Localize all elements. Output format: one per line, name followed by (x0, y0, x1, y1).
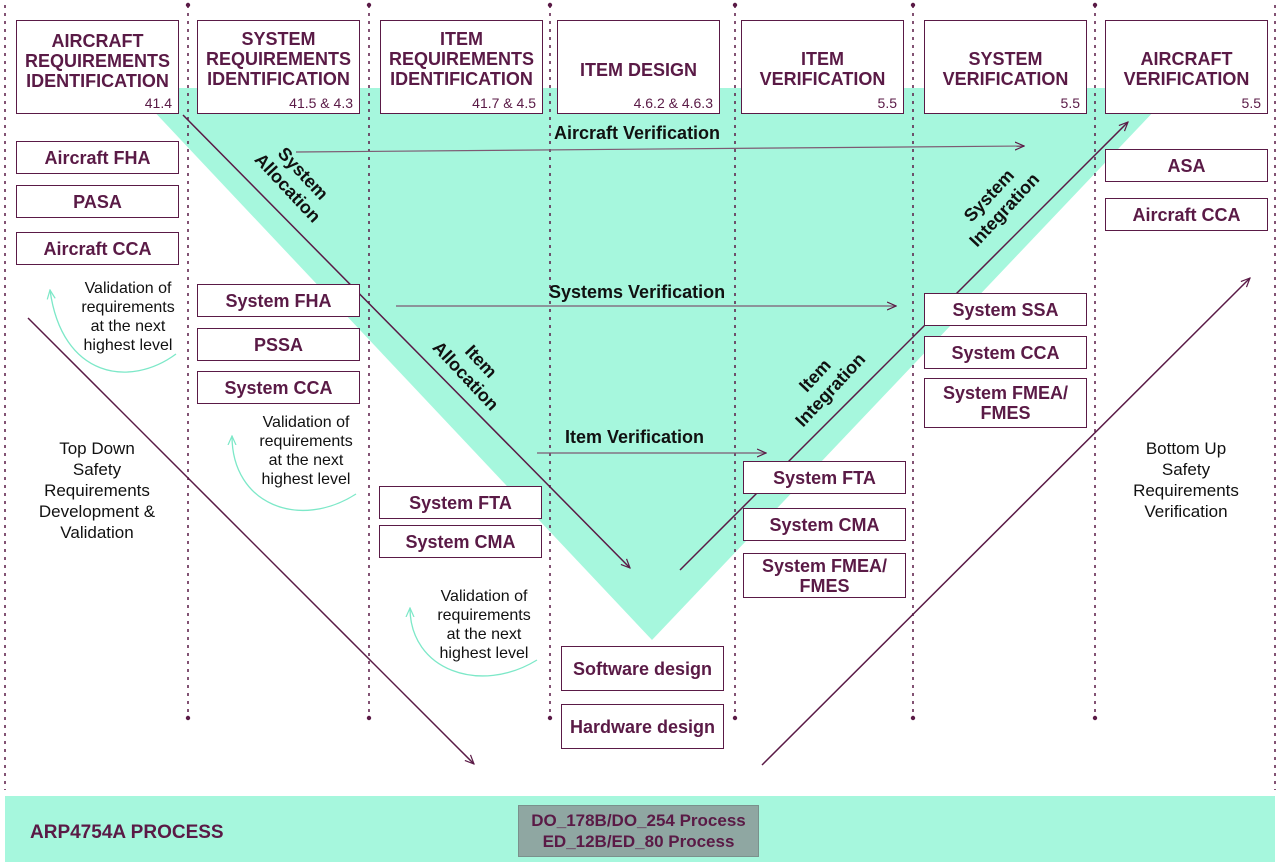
box-aircraft-cca: Aircraft CCA (16, 232, 179, 265)
aircraft-verification-arrow (295, 146, 1024, 153)
header-ref: 41.5 & 4.3 (289, 95, 353, 111)
box-system-fmea-item: System FMEA/ FMES (743, 553, 906, 598)
validation-curve-2 (232, 436, 357, 511)
header-title: ITEM REQUIREMENTS IDENTIFICATION (388, 29, 534, 89)
label-item-verification: Item Verification (565, 427, 705, 447)
top-down-note: Top Down Safety Requirements Development… (38, 439, 156, 542)
validation-curve-1 (50, 290, 177, 373)
header-item-verification: ITEM VERIFICATION 5.5 (741, 20, 904, 114)
top-down-arrow (27, 317, 474, 764)
header-ref: 5.5 (1060, 95, 1080, 111)
box-system-cca-verification: System CCA (924, 336, 1087, 369)
header-item-design: ITEM DESIGN 4.6.2 & 4.6.3 (557, 20, 720, 114)
box-system-cma: System CMA (379, 525, 542, 558)
label-systems-verification: Systems Verification (549, 282, 726, 302)
validation-note-1: Validation of requirements at the next h… (81, 280, 175, 354)
footer-process-title: ARP4754A PROCESS (30, 822, 224, 843)
header-title: AIRCRAFT VERIFICATION (1123, 49, 1250, 89)
bottom-up-arrow (761, 278, 1250, 766)
allocation-arrow (182, 114, 630, 568)
box-system-cma-verification: System CMA (743, 508, 906, 541)
header-title: ITEM DESIGN (579, 60, 697, 80)
header-title: AIRCRAFT REQUIREMENTS IDENTIFICATION (24, 31, 170, 91)
column-dividers (4, 5, 1276, 790)
box-software-design: Software design (561, 646, 724, 691)
box-system-fta-verification: System FTA (743, 461, 906, 494)
label-aircraft-verification: Aircraft Verification (554, 123, 721, 143)
validation-curve-3 (410, 608, 538, 677)
header-system-verification: SYSTEM VERIFICATION 5.5 (924, 20, 1087, 114)
header-ref: 5.5 (1241, 95, 1261, 111)
box-asa: ASA (1105, 149, 1268, 182)
header-title: SYSTEM REQUIREMENTS IDENTIFICATION (205, 29, 351, 89)
box-system-fmea-system: System FMEA/ FMES (924, 378, 1087, 428)
box-aircraft-fha: Aircraft FHA (16, 141, 179, 174)
header-aircraft-verification: AIRCRAFT VERIFICATION 5.5 (1105, 20, 1268, 114)
box-aircraft-cca-verification: Aircraft CCA (1105, 198, 1268, 231)
header-title: ITEM VERIFICATION (759, 49, 886, 89)
box-hardware-design: Hardware design (561, 704, 724, 749)
box-system-fta: System FTA (379, 486, 542, 519)
header-system-requirements: SYSTEM REQUIREMENTS IDENTIFICATION 41.5 … (197, 20, 360, 114)
validation-note-2: Validation of requirements at the next h… (259, 414, 353, 488)
box-system-fha: System FHA (197, 284, 360, 317)
box-pasa: PASA (16, 185, 179, 218)
header-item-requirements: ITEM REQUIREMENTS IDENTIFICATION 41.7 & … (380, 20, 543, 114)
header-ref: 41.7 & 4.5 (472, 95, 536, 111)
box-pssa: PSSA (197, 328, 360, 361)
v-triangle (132, 88, 1176, 640)
header-aircraft-requirements: AIRCRAFT REQUIREMENTS IDENTIFICATION 41.… (16, 20, 179, 114)
validation-note-3: Validation of requirements at the next h… (437, 588, 531, 662)
box-system-ssa: System SSA (924, 293, 1087, 326)
box-system-cca: System CCA (197, 371, 360, 404)
header-ref: 41.4 (144, 95, 172, 111)
header-title: SYSTEM VERIFICATION (942, 49, 1069, 89)
bottom-up-note: Bottom Up Safety Requirements Verificati… (1133, 439, 1239, 521)
do-process-box: DO_178B/DO_254 Process ED_12B/ED_80 Proc… (518, 805, 759, 857)
header-ref: 4.6.2 & 4.6.3 (633, 95, 713, 111)
integration-arrow (679, 122, 1128, 571)
header-ref: 5.5 (877, 95, 897, 111)
